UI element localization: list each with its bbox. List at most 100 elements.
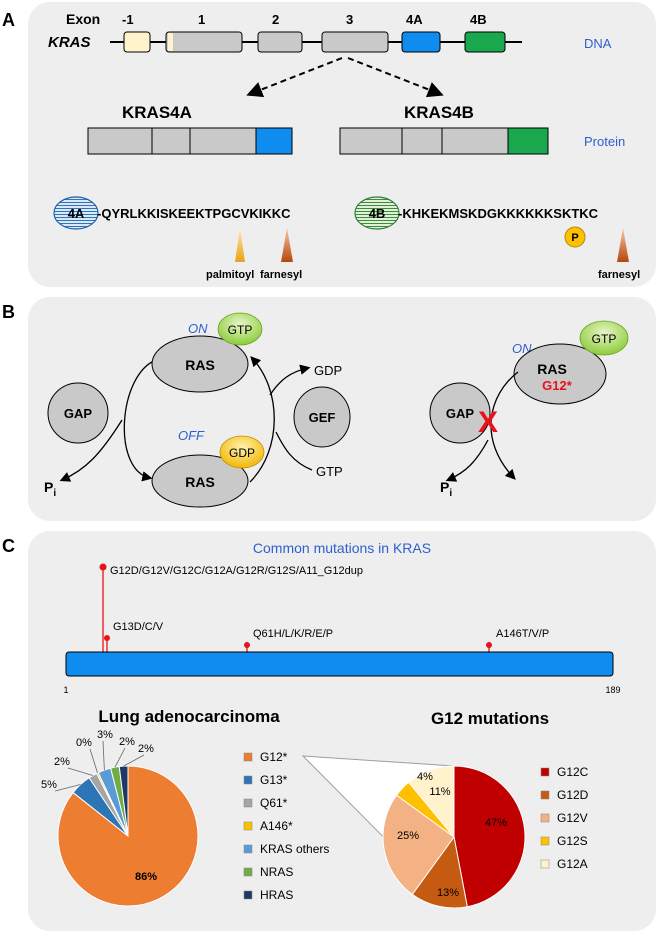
exon-m1 <box>123 31 151 53</box>
legend-label-q61: Q61* <box>260 796 288 810</box>
legend-swatch-g12s <box>540 836 550 846</box>
sequence-4a: -QYRLKKISKEEKTPGCVKIKKC <box>97 206 291 221</box>
phospho-marker <box>564 226 586 248</box>
pie-slice-hras <box>118 765 129 837</box>
isoform-a-title: KRAS4A <box>122 103 192 122</box>
gef-label: GEF <box>309 410 336 425</box>
lollipop-a146-head <box>486 642 492 648</box>
legend-label-g12d: G12D <box>557 788 589 802</box>
legend-label-g13: G13* <box>260 773 288 787</box>
legend-swatch-g12 <box>243 752 253 762</box>
pie-g12-mutations-labels: 47%13%25%4%11% <box>397 771 507 899</box>
tag-4a-label: 4A <box>68 206 85 221</box>
lollipop-g12-label: G12D/G12V/G12C/G12A/G12R/G12S/A11_G12dup <box>110 565 363 577</box>
lollipop-g13-label: G13D/C/V <box>113 621 164 633</box>
pi-release-arrow-b <box>445 439 489 482</box>
legend-label-g12a: G12A <box>557 857 588 871</box>
pi-release-arrow <box>59 419 123 482</box>
legend-swatch-g12c <box>540 767 550 777</box>
splice-arrow-b <box>347 57 444 98</box>
legend-swatch-g12v <box>540 813 550 823</box>
exon-number-2: 2 <box>272 12 279 27</box>
gap-circle-b <box>429 382 491 444</box>
legend-label-a146: A146* <box>260 819 293 833</box>
exon-number-4b: 4B <box>470 12 487 27</box>
farnesyl-a-marker <box>281 228 293 262</box>
gap-label-b: GAP <box>446 406 475 421</box>
legend-label-g12v: G12V <box>557 811 588 825</box>
farnesyl-a-label: farnesyl <box>260 269 302 281</box>
legend-label-kras-others: KRAS others <box>260 842 329 856</box>
legend-swatch-kras-others <box>243 844 253 854</box>
exon-number-m1: -1 <box>122 12 134 27</box>
exon-label: Exon <box>66 11 100 27</box>
gtp-bubble-a-label: GTP <box>228 323 253 337</box>
off-label: OFF <box>178 428 205 443</box>
gap-circle-a <box>47 382 109 444</box>
pi-label-a: Pi <box>44 479 56 499</box>
palmitoyl-label: palmitoyl <box>206 269 254 281</box>
blocked-hydrolysis-arrow <box>490 371 519 480</box>
lollipop-q61-label: Q61H/L/K/R/E/P <box>253 628 333 640</box>
panel-b-letter: B <box>2 302 15 322</box>
block-x: X <box>478 406 498 439</box>
on-label-b: ON <box>512 341 532 356</box>
legend-swatch-q61 <box>243 798 253 808</box>
tag-4b-oval <box>354 196 400 230</box>
gap-arrow-down <box>123 359 157 482</box>
gtp-intake-curve <box>275 431 313 471</box>
dna-label: DNA <box>584 36 612 51</box>
legend-swatch-nras <box>243 867 253 877</box>
exon-3 <box>321 31 389 53</box>
pie-lung-adenocarcinoma-labels: 86%5%2%0%3%2%2% <box>41 729 157 883</box>
pie-label-hras: 2% <box>138 743 154 755</box>
axis-end-label: 189 <box>605 685 620 695</box>
ras-inactive <box>151 454 249 508</box>
legend-label-g12s: G12S <box>557 834 588 848</box>
pie-label-g13: 5% <box>41 779 57 791</box>
pie-leader-nras <box>114 747 126 768</box>
phospho-label: P <box>571 232 578 244</box>
axis-start-label: 1 <box>63 685 68 695</box>
exon-1 <box>165 31 243 53</box>
exon-map: Exon -1 1 2 3 4A 4B KRAS DNA <box>48 11 612 53</box>
pie1-title: Lung adenocarcinoma <box>98 707 280 726</box>
isoform-b-title: KRAS4B <box>404 103 474 122</box>
ras-active-label: RAS <box>185 357 215 373</box>
legend-label-g12: G12* <box>260 750 288 764</box>
pie2-title: G12 mutations <box>431 709 549 728</box>
on-label-a: ON <box>188 321 208 336</box>
exon-number-1: 1 <box>198 12 205 27</box>
gdp-release-arrow <box>269 364 311 396</box>
lollipop-g12-head <box>99 563 107 571</box>
pie-label-g12c: 47% <box>485 817 507 829</box>
legend-label-g12c: G12C <box>557 765 589 779</box>
mutation-label: G12* <box>542 378 573 393</box>
lollipop-q61-head <box>244 642 250 648</box>
pie-leader-hras <box>123 754 145 767</box>
protein-a <box>87 127 293 155</box>
exon-number-3: 3 <box>346 12 353 27</box>
legend-label-hras: HRAS <box>260 888 293 902</box>
pie-label-nras: 2% <box>119 736 135 748</box>
legend-swatch-g13 <box>243 775 253 785</box>
gap-label-a: GAP <box>64 406 93 421</box>
exon-1-utr <box>168 33 173 51</box>
ras-inactive-label: RAS <box>185 474 215 490</box>
pie-leader-q61 <box>67 767 93 776</box>
farnesyl-b-label: farnesyl <box>598 269 640 281</box>
ras-mutant-label: RAS <box>537 361 567 377</box>
exon-2 <box>257 31 303 53</box>
mutations-title: Common mutations in KRAS <box>253 540 431 556</box>
tag-4a-oval <box>53 196 99 230</box>
legend-swatch-a146 <box>243 821 253 831</box>
ras-mutant: ON RAS G12* GTP GAP X Pi <box>429 320 629 499</box>
pie-label-kras-others: 3% <box>97 729 113 741</box>
exon-number-4a: 4A <box>406 12 423 27</box>
tag-4b-label: 4B <box>369 206 386 221</box>
protein-label: Protein <box>584 134 625 149</box>
pie-slice-g12v <box>382 794 455 896</box>
exon-4b <box>464 31 506 53</box>
lollipop-a146-label: A146T/V/P <box>496 628 549 640</box>
